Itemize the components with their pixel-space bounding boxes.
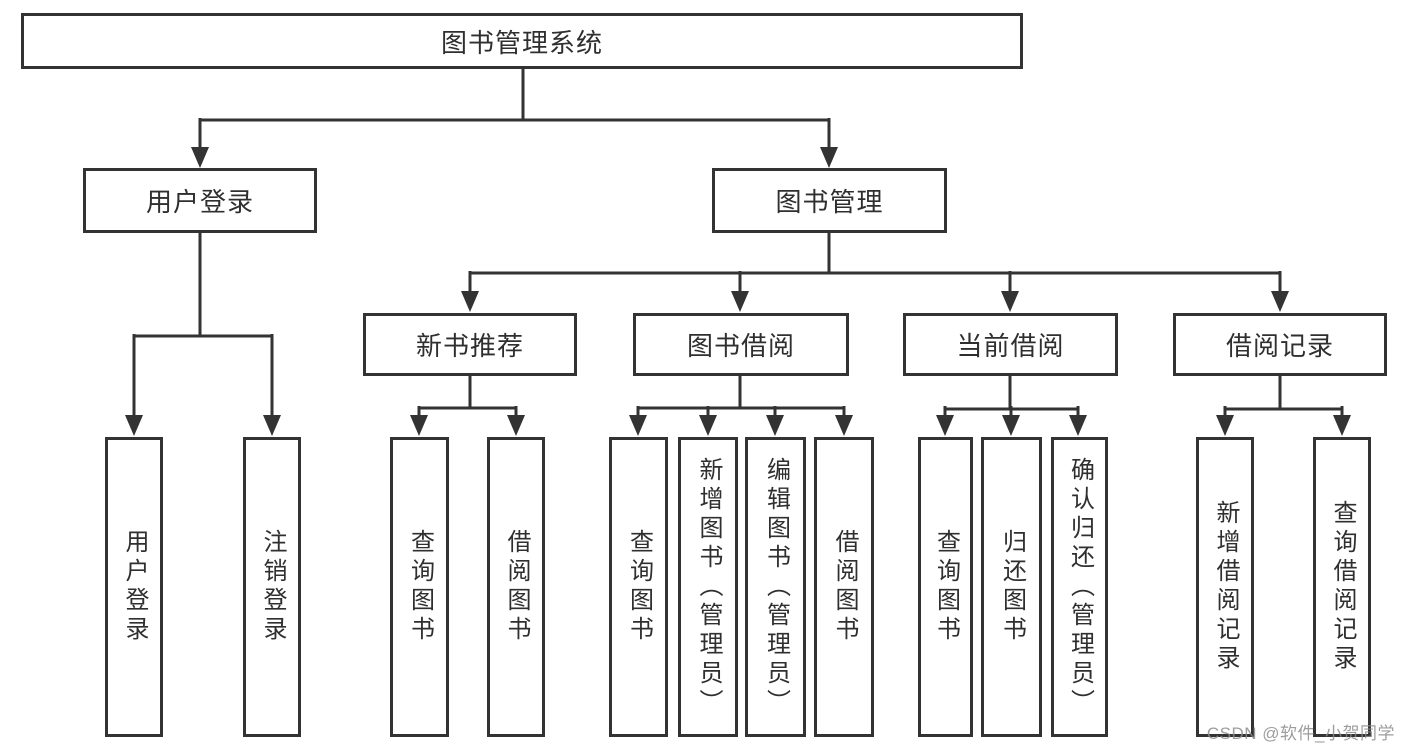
node-current-return-books: 归还图书 <box>981 437 1042 737</box>
node-label: 借阅图书 <box>831 529 858 645</box>
node-book-management: 图书管理 <box>712 168 947 233</box>
node-borrowing-edit-books-admin: 编辑图书（管理员） <box>745 437 806 737</box>
node-label: 查询图书 <box>406 529 434 645</box>
node-label: 新书推荐 <box>415 331 524 361</box>
node-label: 查询借阅记录 <box>1329 500 1356 674</box>
node-borrowing-add-books-admin: 新增图书（管理员） <box>678 437 738 737</box>
node-label: 图书管理 <box>775 187 884 217</box>
node-label: 归还图书 <box>998 529 1026 645</box>
node-current-query-books: 查询图书 <box>918 437 973 737</box>
node-label: 当前借阅 <box>956 331 1065 361</box>
node-label: 用户登录 <box>121 529 148 645</box>
node-user-login: 用户登录 <box>83 168 317 233</box>
node-book-borrowing: 图书借阅 <box>633 313 849 376</box>
node-label: 借阅图书 <box>503 529 530 645</box>
node-label: 图书管理系统 <box>440 27 603 58</box>
node-newbooks-borrow-books: 借阅图书 <box>487 437 545 737</box>
node-current-confirm-return-admin: 确认归还（管理员） <box>1051 437 1108 737</box>
node-borrowing-query-books: 查询图书 <box>609 437 668 737</box>
csdn-watermark: CSDN @软件_小贺同学 <box>1206 724 1395 743</box>
node-borrowing-borrow-books: 借阅图书 <box>814 437 874 737</box>
node-login: 用户登录 <box>105 437 163 737</box>
node-label: 用户登录 <box>145 187 254 217</box>
node-label: 借阅记录 <box>1225 331 1334 361</box>
node-label: 查询图书 <box>932 529 960 645</box>
node-logout: 注销登录 <box>243 437 301 737</box>
node-label: 编辑图书（管理员） <box>762 456 790 718</box>
node-label: 图书借阅 <box>686 331 795 361</box>
node-newbooks-query-books: 查询图书 <box>390 437 449 737</box>
node-current-borrowing: 当前借阅 <box>903 313 1118 376</box>
node-library-management-system: 图书管理系统 <box>21 13 1023 69</box>
node-label: 新增图书（管理员） <box>695 456 722 718</box>
node-borrowing-records: 借阅记录 <box>1173 313 1387 376</box>
node-label: 新增借阅记录 <box>1212 500 1239 674</box>
node-records-add-record: 新增借阅记录 <box>1196 437 1254 737</box>
node-label: 确认归还（管理员） <box>1066 456 1094 718</box>
node-label: 查询图书 <box>625 529 653 645</box>
node-label: 注销登录 <box>259 529 286 645</box>
node-new-book-recommend: 新书推荐 <box>363 313 577 376</box>
node-records-query-record: 查询借阅记录 <box>1313 437 1371 737</box>
